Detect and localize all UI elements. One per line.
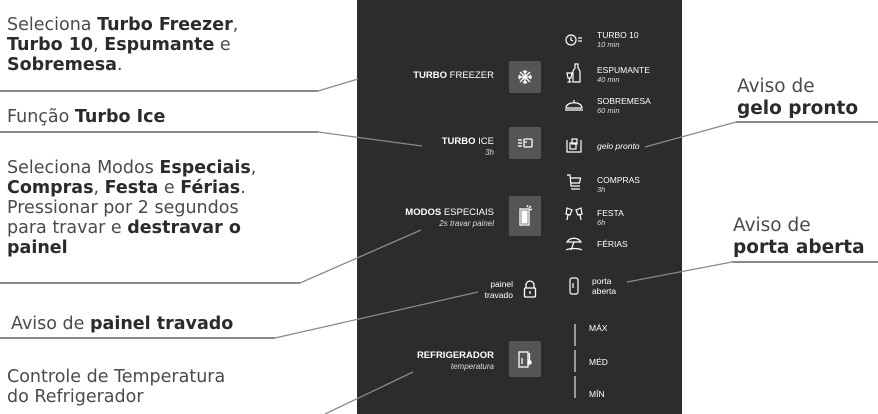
temp-level-bar-min	[574, 376, 576, 398]
lead-rule-turbo-ice	[0, 131, 318, 133]
lock-icon	[520, 279, 540, 299]
turbo-freezer-button[interactable]	[509, 61, 541, 93]
annotation-controle-temperatura: Controle de Temperatura do Refrigerador	[7, 367, 226, 407]
lead-rule-gelo	[736, 121, 878, 123]
lead-rule-painel	[0, 337, 275, 339]
annotation-turbo-ice: Função Turbo Ice	[7, 107, 166, 127]
annotation-porta-aberta: Aviso de porta aberta	[733, 215, 865, 258]
vacation-icon	[564, 234, 584, 254]
dessert-icon	[564, 94, 584, 114]
annotation-painel-travado: Aviso de painel travado	[11, 314, 234, 334]
label-turbo-freezer: TURBO FREEZER	[413, 70, 494, 81]
label-porta-aberta: porta aberta	[592, 276, 617, 296]
label-painel-travado: painel travado	[484, 279, 513, 300]
label-compras: COMPRAS 3h	[597, 175, 640, 194]
label-sobremesa: SOBREMESA 60 min	[597, 96, 651, 115]
door-icon	[564, 276, 584, 296]
thermometer-icon	[517, 349, 533, 369]
lead-rule-porta	[732, 261, 878, 263]
temp-level-bar-max	[574, 324, 576, 346]
temp-level-min: MÍN	[589, 389, 605, 399]
label-refrigerador: REFRIGERADOR temperatura	[416, 350, 494, 371]
snowflake-icon	[517, 69, 533, 85]
temp-level-med: MÉD	[589, 357, 608, 367]
label-gelo-pronto: gelo pronto	[597, 141, 640, 151]
lead-rule-modos	[0, 282, 300, 284]
glasses-icon	[564, 204, 584, 224]
turbo-ice-button[interactable]	[509, 127, 541, 159]
label-espumante: ESPUMANTE 40 min	[597, 65, 650, 84]
label-modos-especiais: MODOS ESPECIAIS 2s travar painel	[405, 207, 494, 228]
ice-tray-icon	[517, 136, 533, 150]
cart-icon	[564, 172, 584, 192]
timer-icon	[564, 30, 584, 50]
lead-line-turbo	[317, 78, 359, 92]
temp-level-max: MÁX	[589, 323, 608, 333]
annotation-gelo-pronto: Aviso de gelo pronto	[737, 76, 859, 119]
modos-especiais-button[interactable]	[509, 196, 541, 236]
bottle-glass-icon	[564, 63, 584, 83]
ice-ready-icon	[564, 135, 584, 155]
annotation-modos: Seleciona Modos Especiais, Compras, Fest…	[7, 158, 257, 258]
label-ferias: FÉRIAS	[597, 239, 628, 249]
modes-icon	[517, 205, 533, 227]
temp-level-bar-med	[574, 350, 576, 372]
refrigerador-temperature-button[interactable]	[509, 341, 541, 377]
annotation-turbo-select: Seleciona Turbo Freezer, Turbo 10, Espum…	[7, 15, 239, 75]
label-turbo10: TURBO 10 10 min	[597, 30, 639, 49]
label-turbo-ice: TURBO ICE 3h	[441, 136, 494, 157]
label-festa: FESTA 6h	[597, 208, 624, 227]
lead-rule-turbo	[0, 90, 318, 92]
